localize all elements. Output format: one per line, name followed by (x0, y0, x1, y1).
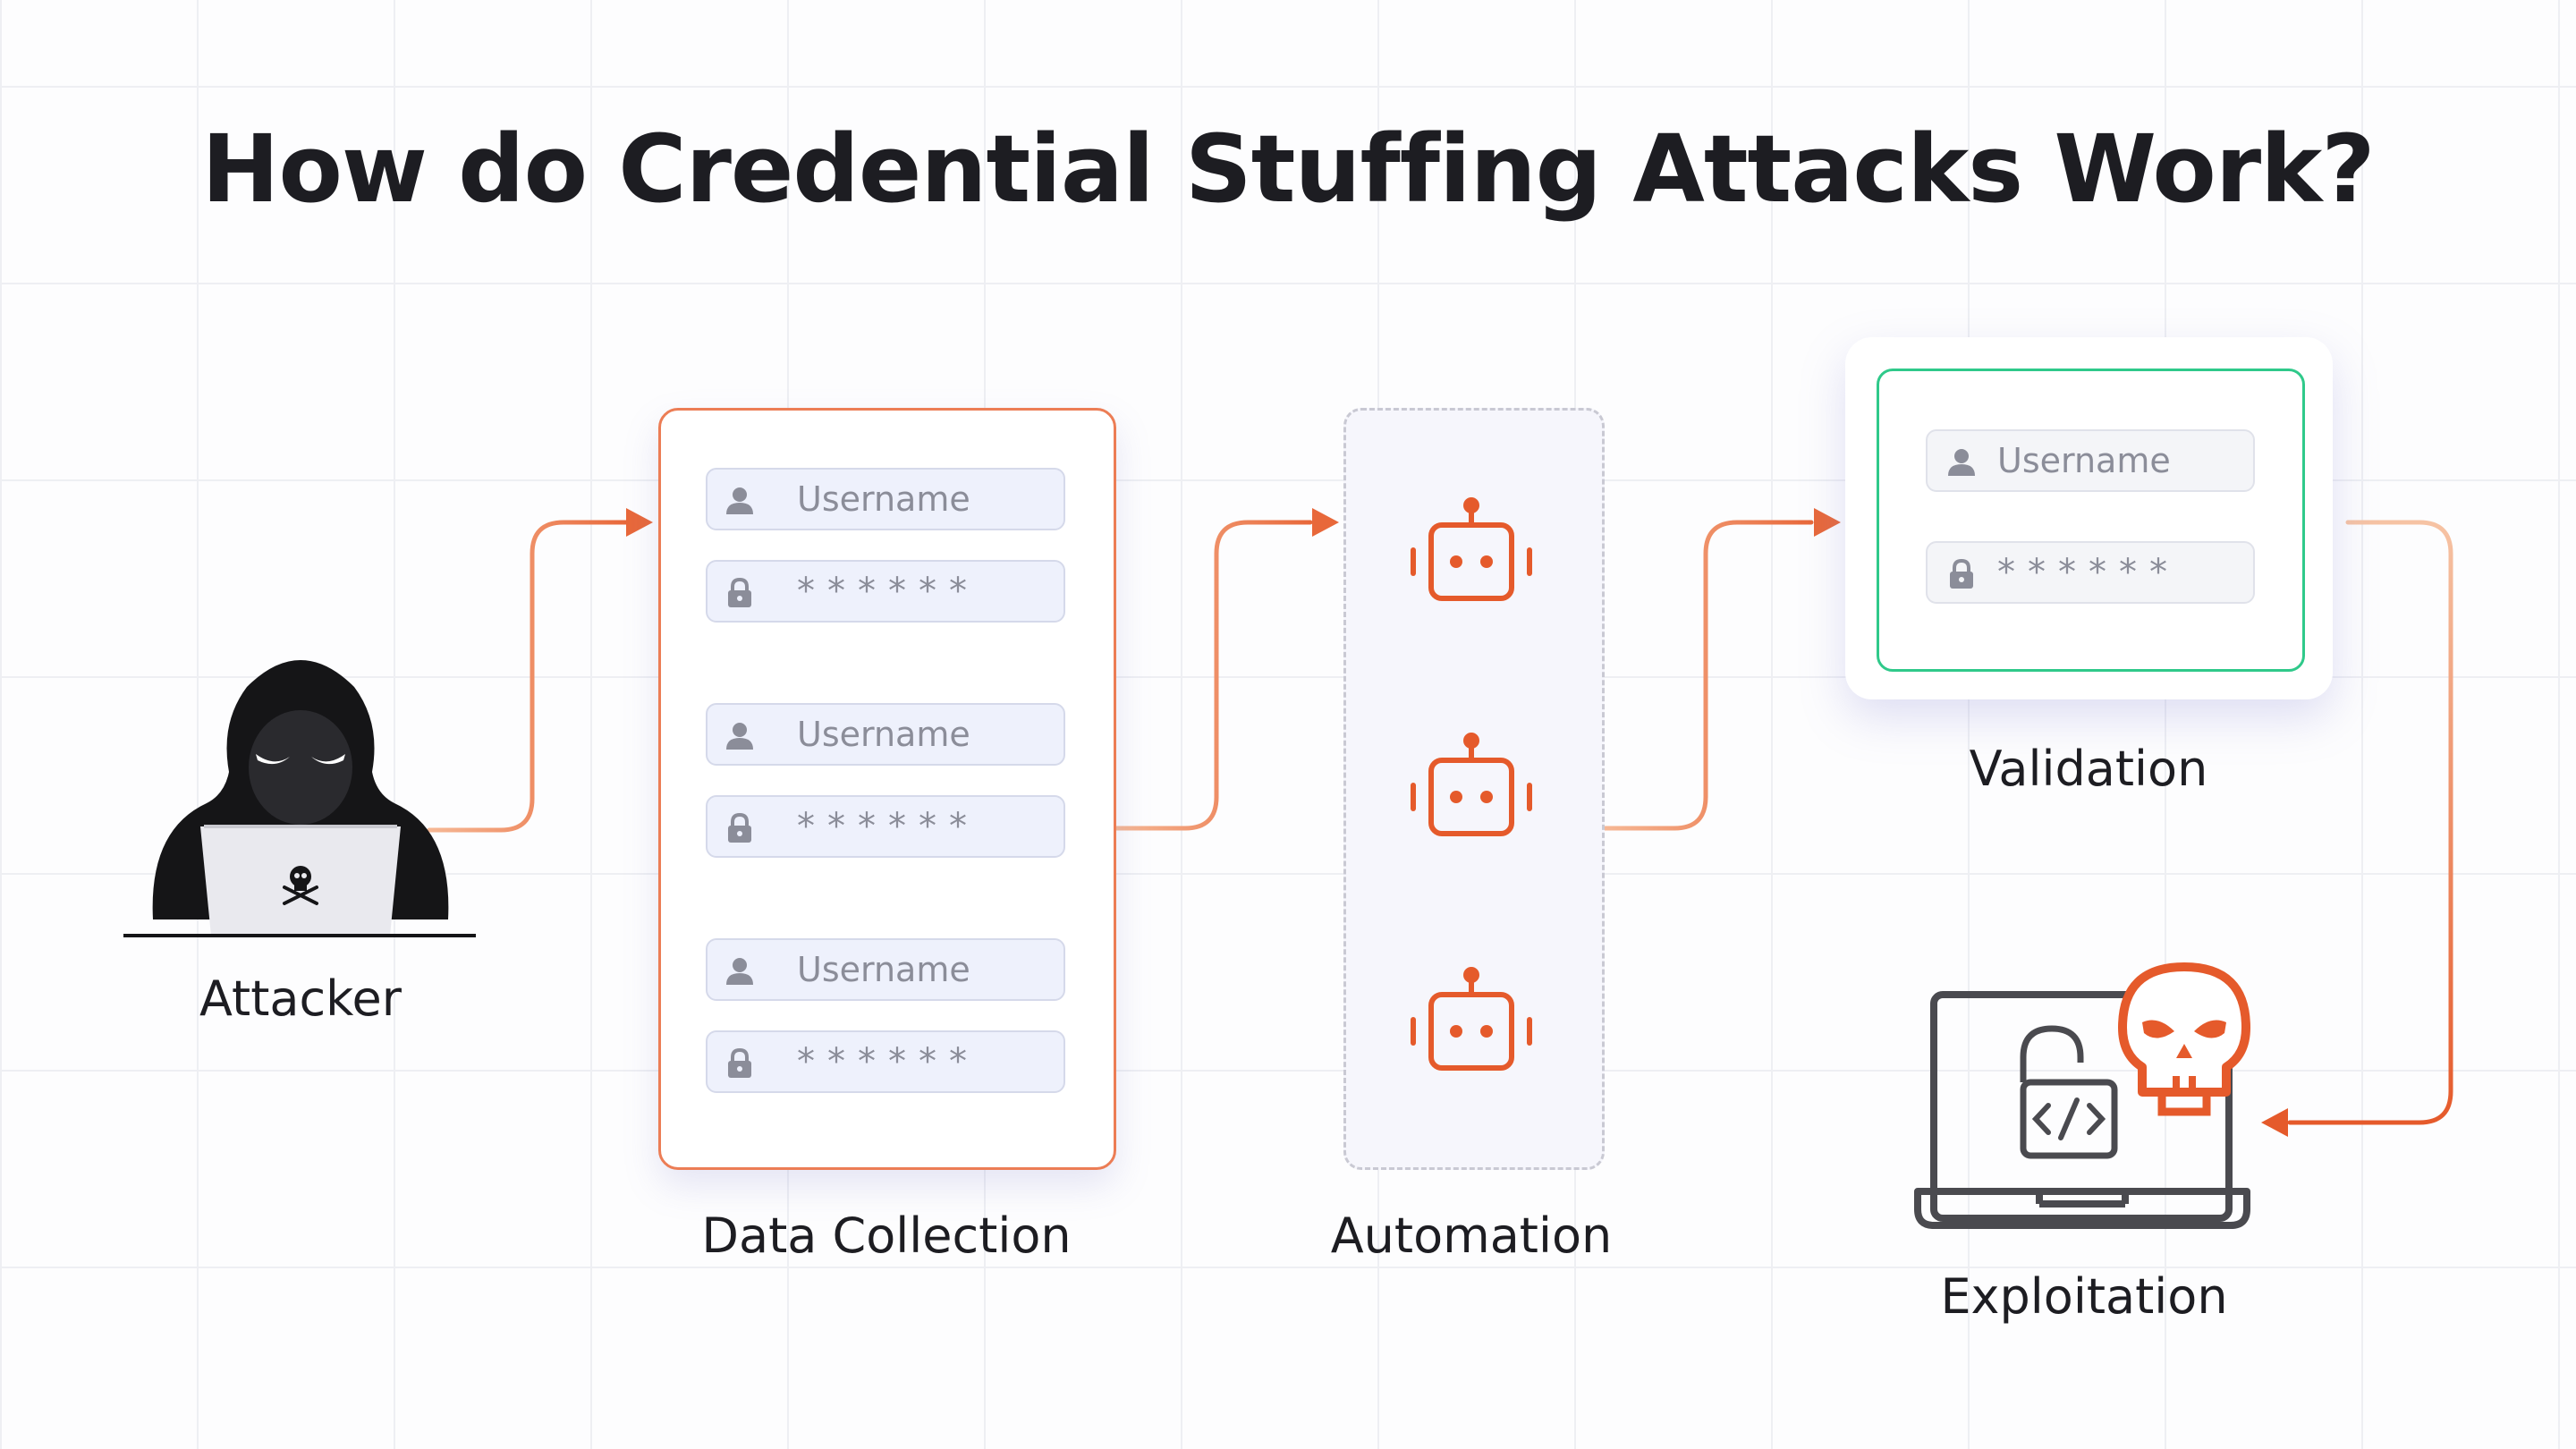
label-attacker: Attacker (199, 970, 402, 1027)
username-field[interactable]: Username (706, 468, 1065, 530)
user-icon (726, 958, 753, 985)
user-icon (1948, 449, 1975, 476)
username-placeholder: Username (1997, 441, 2171, 480)
lock-icon (728, 577, 751, 607)
lock-icon (728, 812, 751, 843)
user-icon (726, 723, 753, 750)
arrow-validation-to-exploitation (2287, 520, 2453, 1125)
automation-panel (1343, 408, 1605, 1170)
page-title: How do Credential Stuffing Attacks Work? (201, 114, 2375, 224)
arrowhead-3 (1814, 508, 1841, 537)
arrowhead-1 (626, 508, 653, 537)
arrow-automation-to-validation (1600, 520, 1814, 831)
skull-icon (2118, 962, 2250, 1116)
label-validation: Validation (1969, 741, 2208, 797)
arrowhead-2 (1312, 508, 1339, 537)
username-field[interactable]: Username (1926, 429, 2255, 492)
skull-crossbones-icon (283, 866, 318, 905)
robot-icon (1411, 497, 1532, 601)
validation-form: Username ****** (1877, 369, 2305, 672)
password-value: ****** (1997, 552, 2180, 593)
password-field[interactable]: ****** (706, 795, 1065, 858)
user-icon (726, 487, 753, 514)
username-placeholder: Username (797, 715, 970, 754)
password-value: ****** (797, 806, 979, 847)
password-value: ****** (797, 571, 979, 612)
label-data-collection: Data Collection (701, 1208, 1072, 1264)
username-field[interactable]: Username (706, 703, 1065, 766)
lock-icon (1950, 558, 1973, 589)
arrow-attacker-to-collection (427, 520, 629, 833)
lock-icon (728, 1047, 751, 1078)
password-field[interactable]: ****** (706, 1030, 1065, 1093)
laptop-icon (1914, 991, 2250, 1229)
hooded-attacker-icon (123, 660, 476, 937)
label-automation: Automation (1330, 1208, 1613, 1264)
password-value: ****** (797, 1041, 979, 1082)
username-field[interactable]: Username (706, 938, 1065, 1001)
arrowhead-4 (2261, 1108, 2288, 1137)
robot-icon (1411, 967, 1532, 1071)
data-collection-card: Username ****** Username ****** Username… (658, 408, 1116, 1170)
username-placeholder: Username (797, 479, 970, 519)
password-field[interactable]: ****** (706, 560, 1065, 623)
label-exploitation: Exploitation (1940, 1268, 2228, 1325)
password-field[interactable]: ****** (1926, 541, 2255, 604)
arrow-collection-to-automation (1114, 520, 1313, 831)
robot-icon (1411, 733, 1532, 836)
padlock-code-icon (2020, 1025, 2118, 1159)
username-placeholder: Username (797, 950, 970, 989)
